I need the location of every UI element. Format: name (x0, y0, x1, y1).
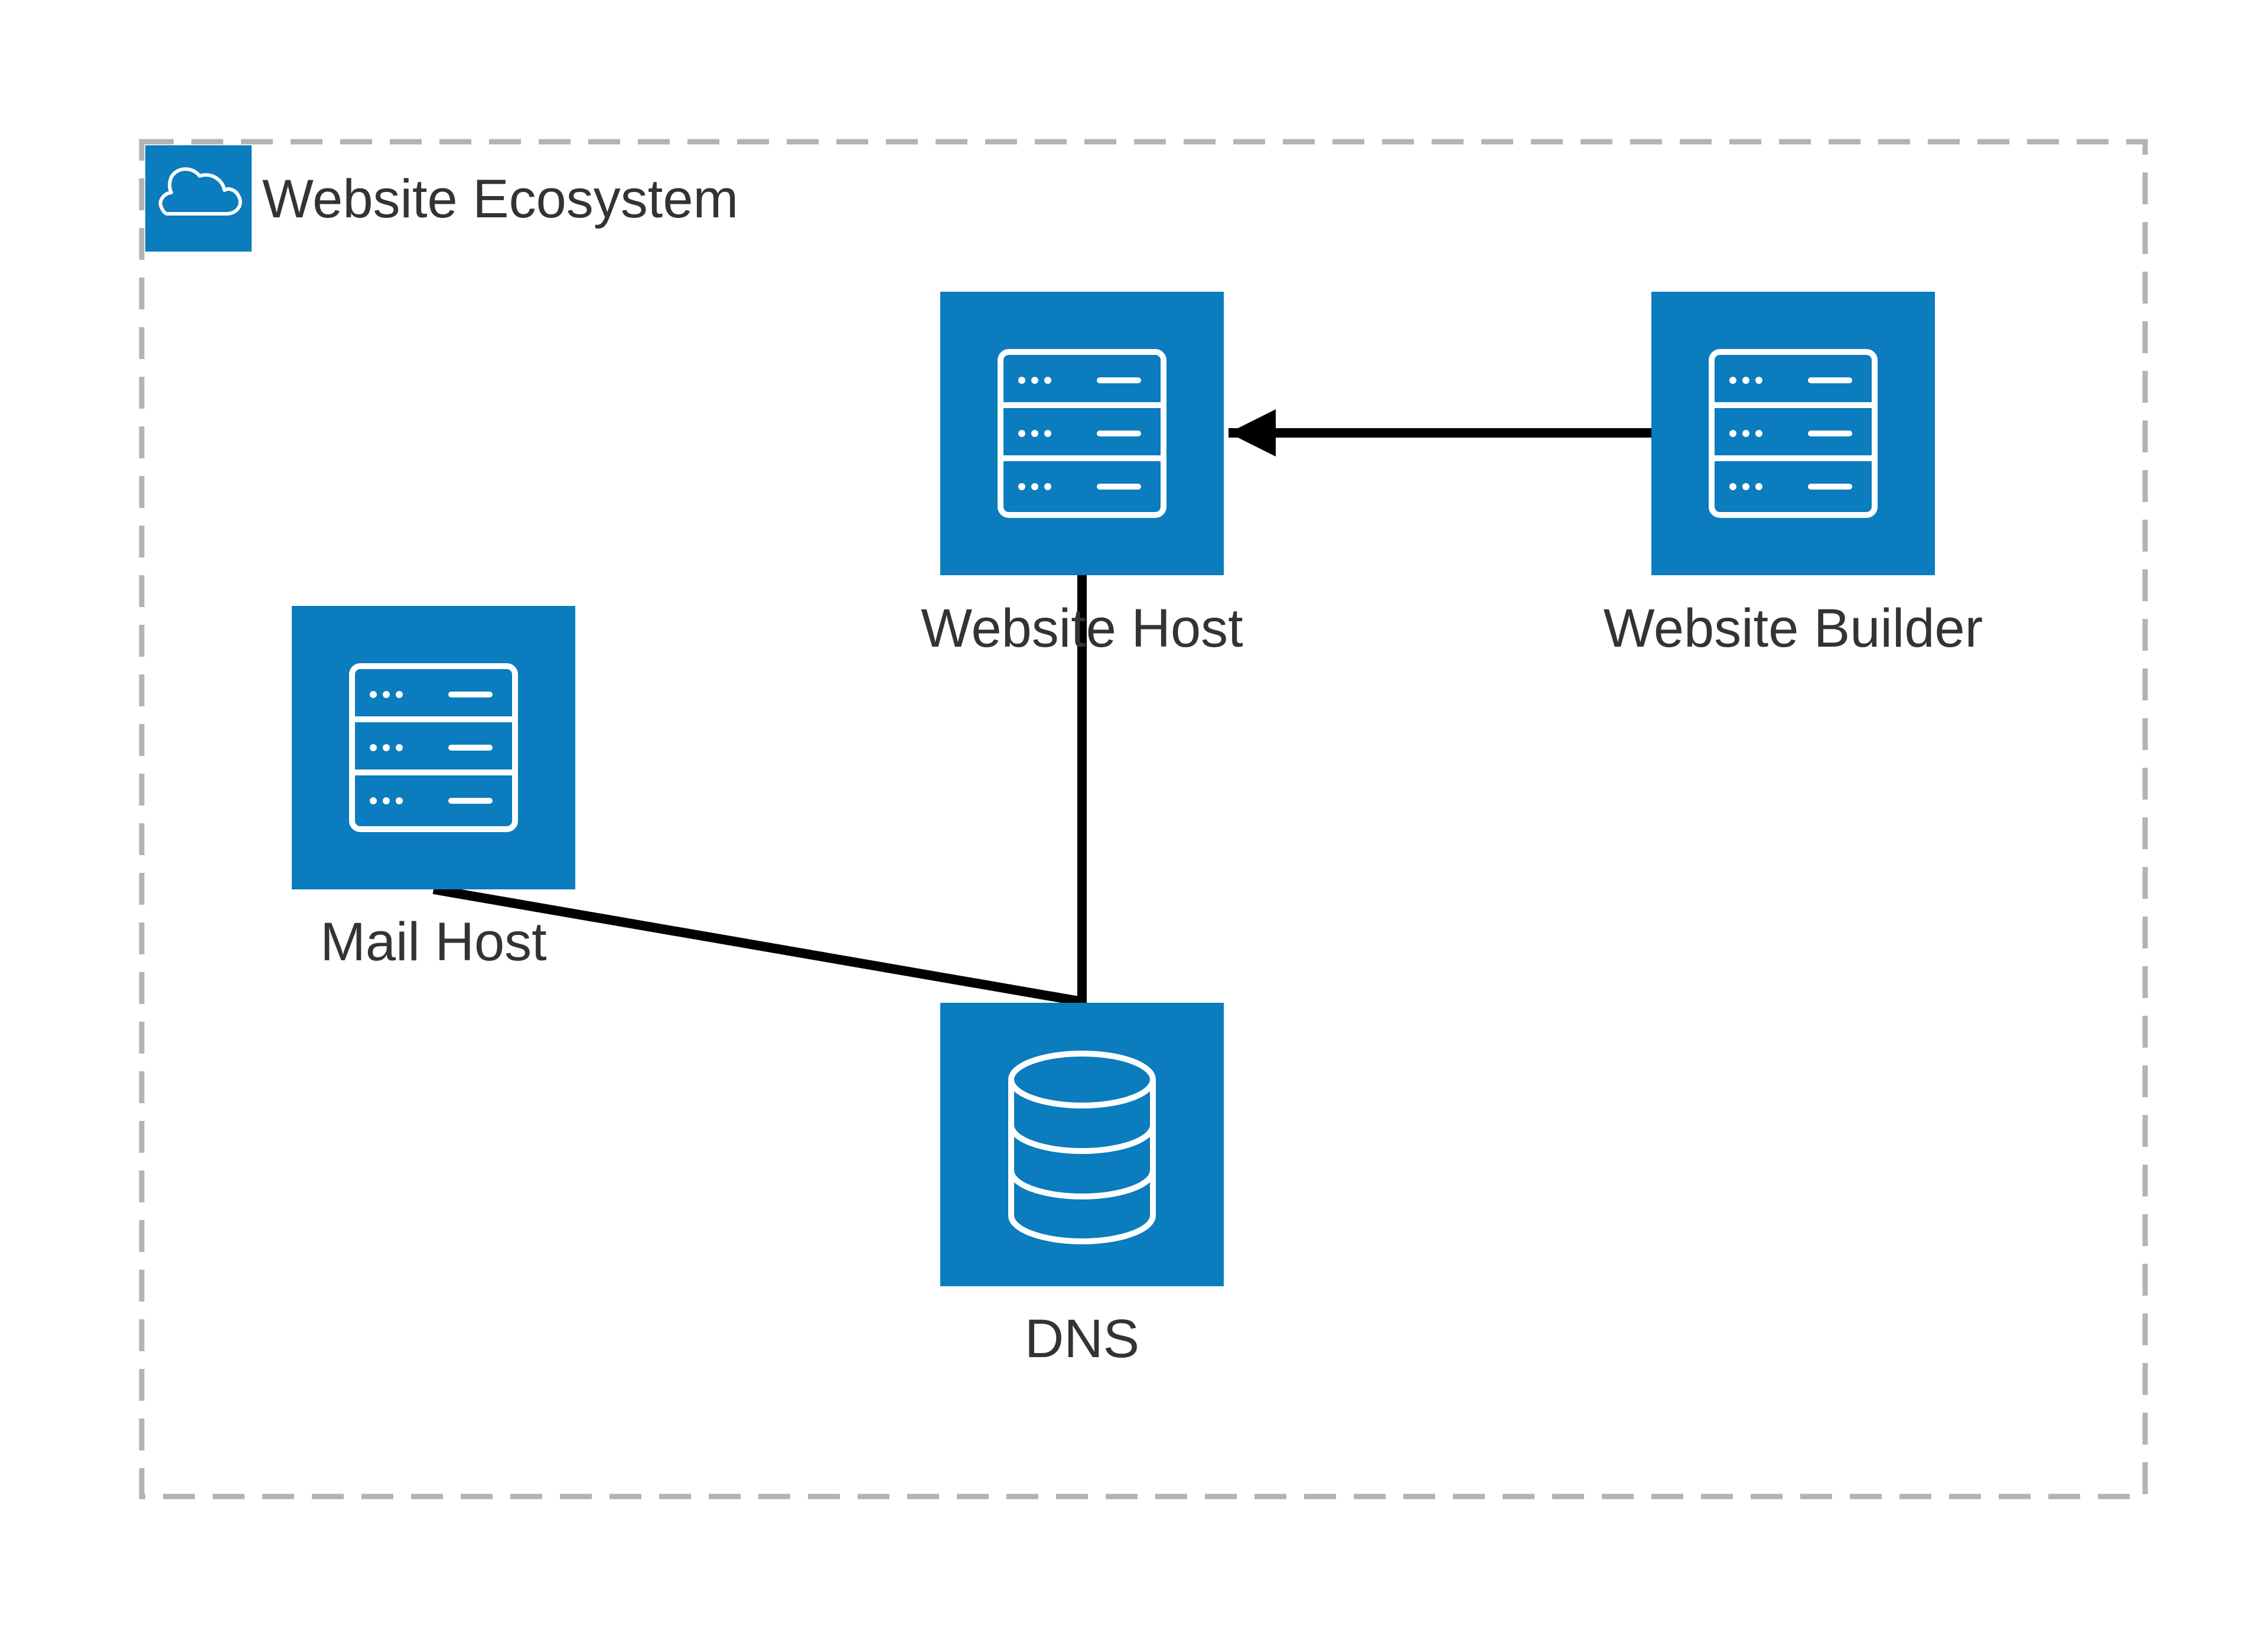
group-boundary (139, 139, 2148, 1499)
edge-mail-dns (432, 885, 1083, 1006)
group-title: Website Ecosystem (262, 169, 738, 229)
node-label-website-builder: Website Builder (1604, 598, 1983, 658)
node-mail-host[interactable]: Mail Host (292, 606, 575, 972)
node-website-builder[interactable]: Website Builder (1604, 292, 1983, 658)
node-label-dns: DNS (1025, 1309, 1139, 1369)
node-label-mail-host: Mail Host (320, 912, 546, 972)
node-label-website-host: Website Host (921, 598, 1243, 658)
node-dns[interactable]: DNS (940, 1003, 1224, 1369)
cloud-icon (145, 145, 252, 252)
node-website-host[interactable]: Website Host (921, 292, 1243, 658)
